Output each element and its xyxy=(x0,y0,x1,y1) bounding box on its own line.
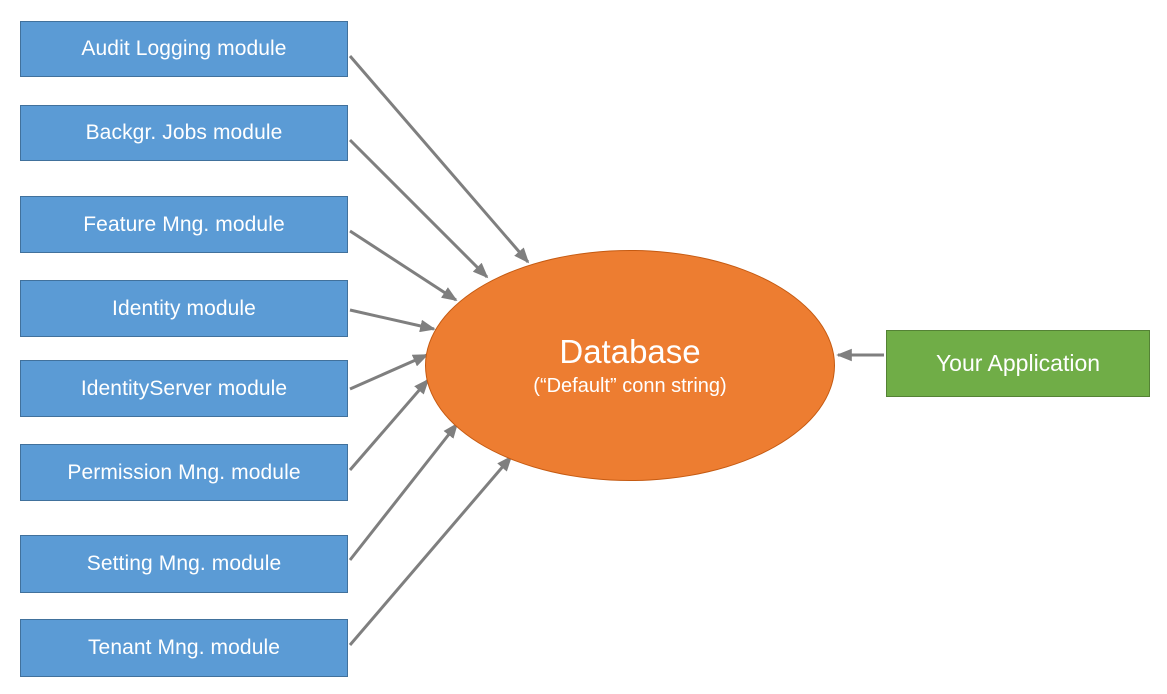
module-box-label: Backgr. Jobs module xyxy=(85,121,283,144)
module-box-label: Setting Mng. module xyxy=(86,552,282,575)
module-box[interactable]: Feature Mng. module xyxy=(20,196,348,253)
module-box[interactable]: Tenant Mng. module xyxy=(20,619,348,677)
module-box[interactable]: IdentityServer module xyxy=(20,360,348,417)
database-title: Database xyxy=(559,333,701,371)
your-application-node[interactable]: Your Application xyxy=(886,330,1150,397)
module-box-label: Tenant Mng. module xyxy=(87,636,281,659)
module-box-label: Audit Logging module xyxy=(81,37,287,60)
module-box[interactable]: Permission Mng. module xyxy=(20,444,348,501)
connector-arrow xyxy=(349,308,436,333)
connector-arrow xyxy=(348,422,459,561)
module-box[interactable]: Setting Mng. module xyxy=(20,535,348,593)
connector-arrow xyxy=(349,353,429,391)
module-box-label: Identity module xyxy=(112,296,256,320)
connector-arrow xyxy=(348,378,430,471)
module-box[interactable]: Audit Logging module xyxy=(20,21,348,77)
module-box-label: IdentityServer module xyxy=(80,376,288,400)
module-box[interactable]: Identity module xyxy=(20,280,348,337)
connector-arrow xyxy=(349,229,458,302)
module-box[interactable]: Backgr. Jobs module xyxy=(20,105,348,161)
module-box-label: Permission Mng. module xyxy=(67,460,301,484)
module-box-label: Feature Mng. module xyxy=(83,212,285,236)
your-application-label: Your Application xyxy=(935,350,1101,376)
database-subtitle: (“Default” conn string) xyxy=(533,374,727,397)
connector-arrow xyxy=(348,55,530,264)
connector-arrow xyxy=(348,138,489,279)
database-node[interactable]: Database (“Default” conn string) xyxy=(425,250,835,481)
connector-arrow xyxy=(348,455,513,646)
